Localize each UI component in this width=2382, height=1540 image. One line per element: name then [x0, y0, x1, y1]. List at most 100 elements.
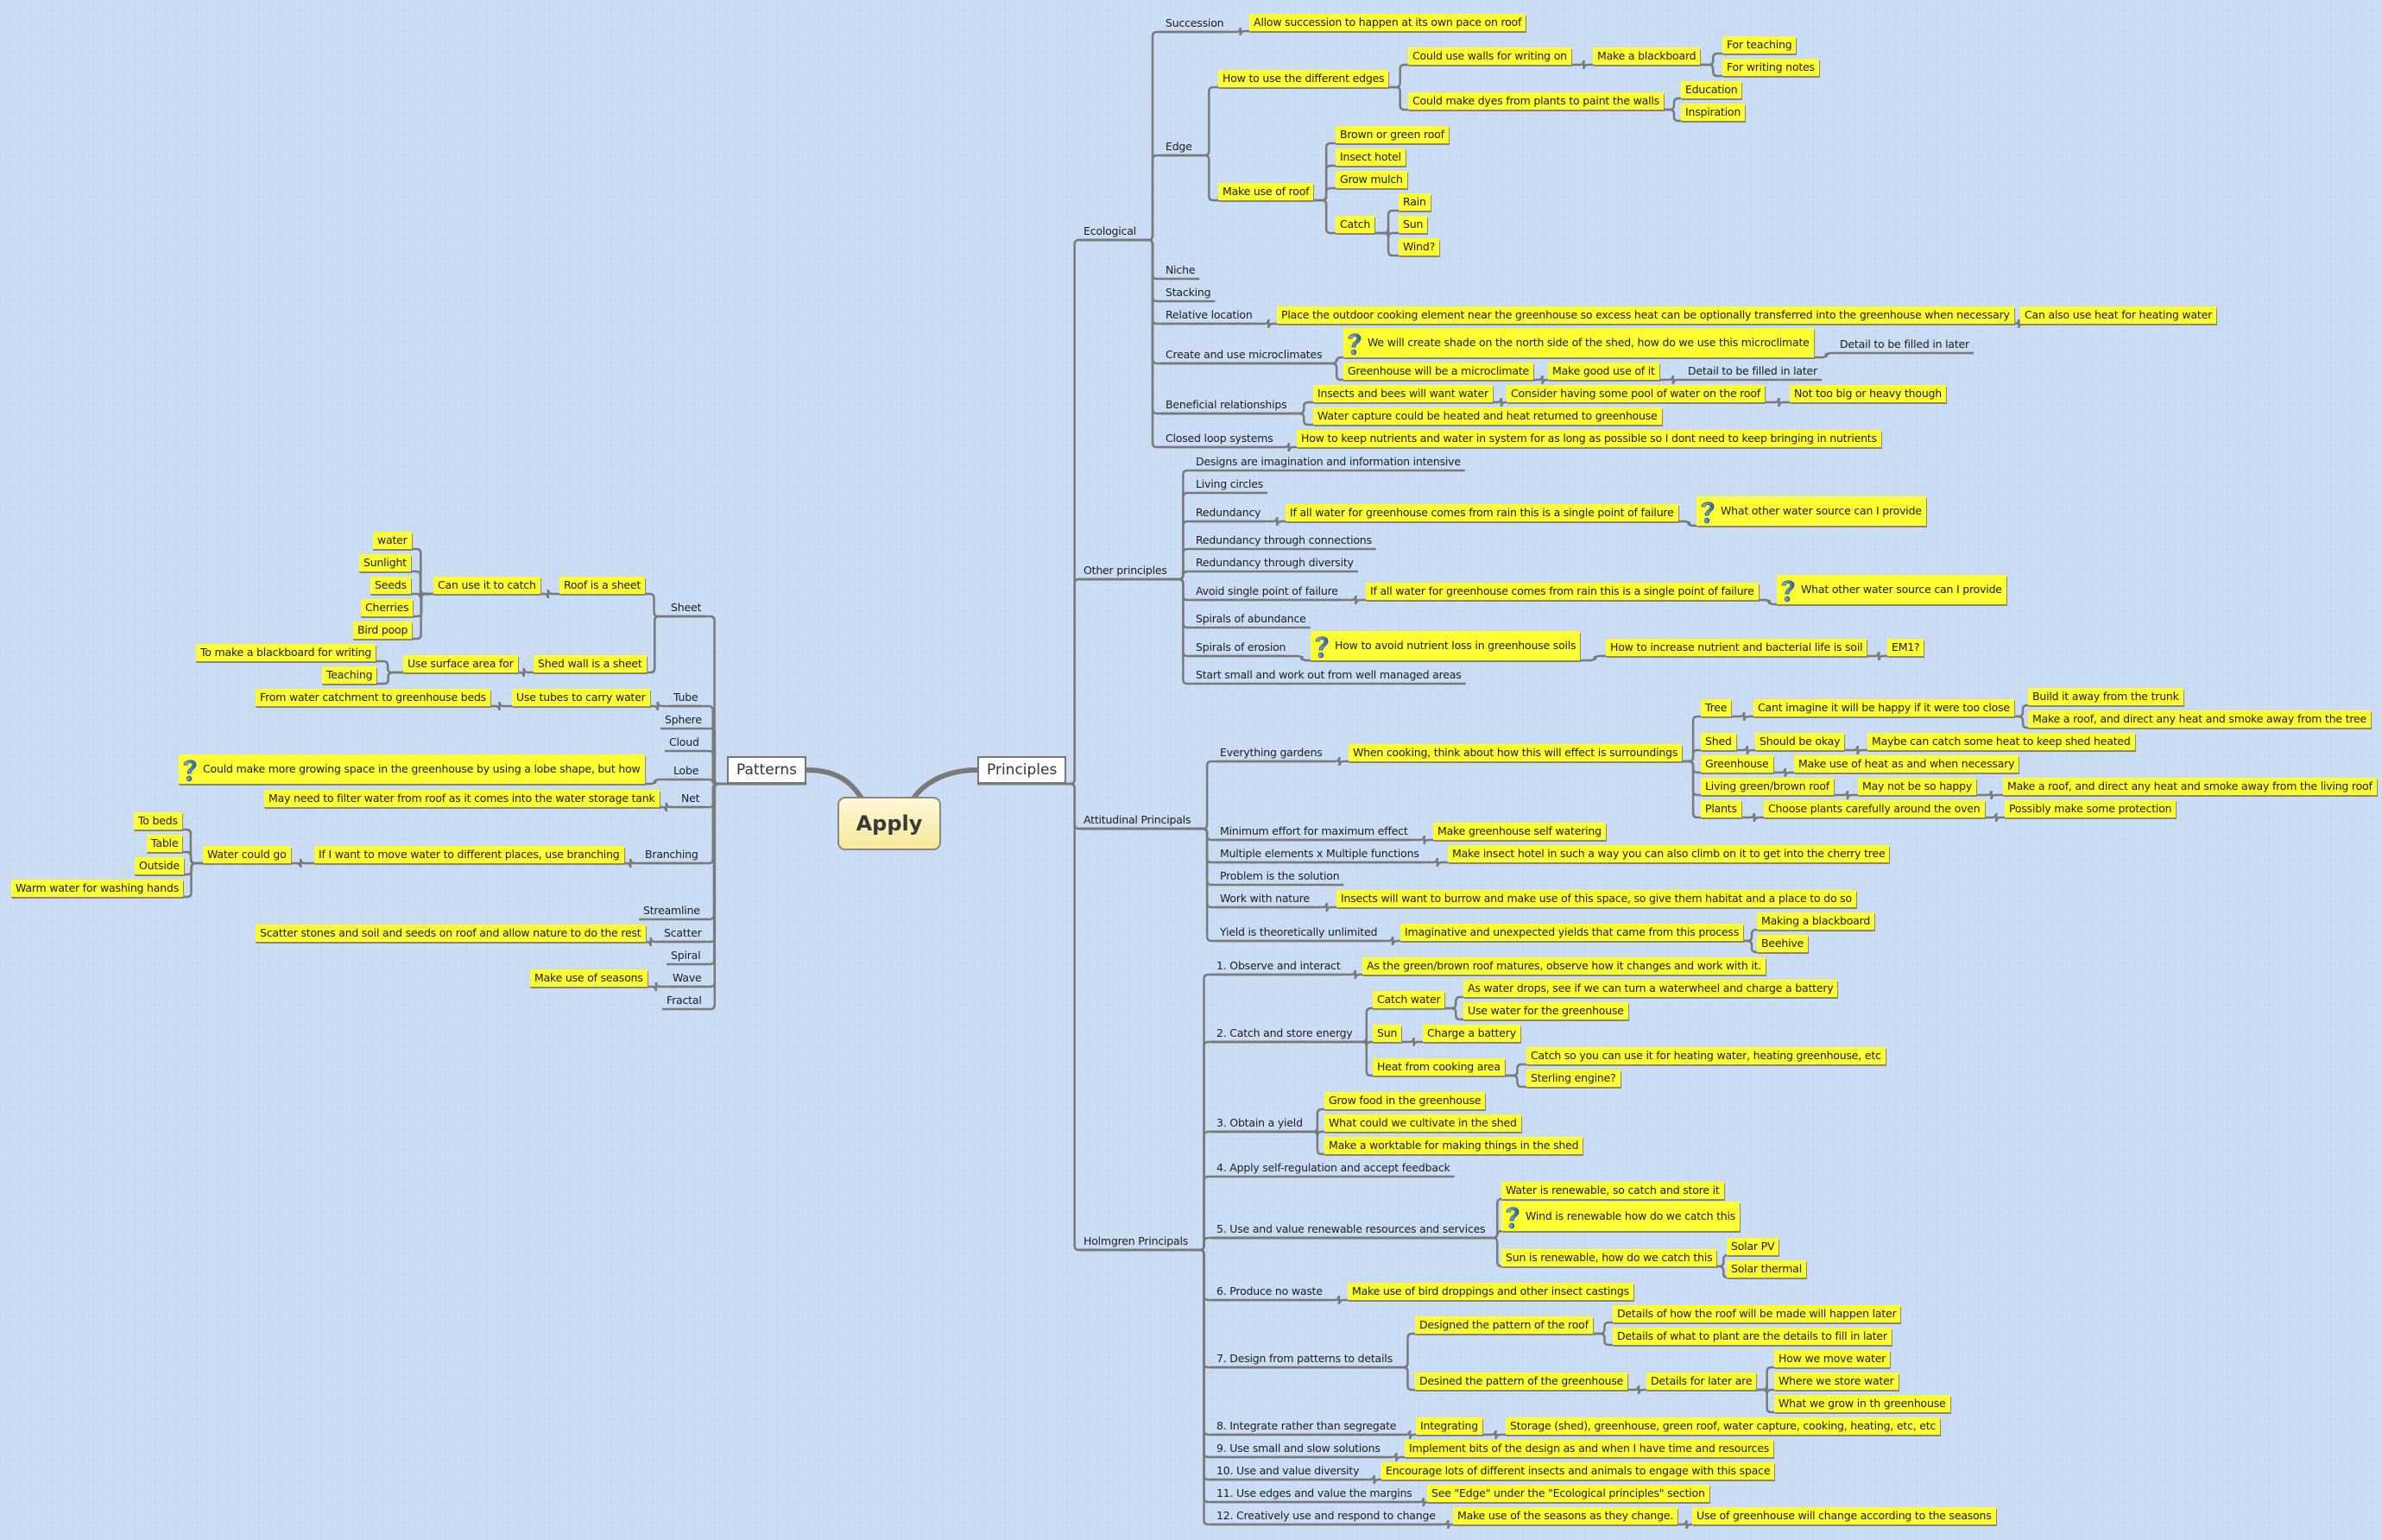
topic-node-detail1[interactable]: Detail to be filled in later [1835, 336, 1974, 353]
topic-node-waterren[interactable]: Water is renewable, so catch and store i… [1501, 1182, 1724, 1199]
topic-node-roofsheet[interactable]: Roof is a sheet [559, 577, 646, 594]
topic-node-h4[interactable]: 4. Apply self-regulation and accept feed… [1212, 1159, 1455, 1177]
topic-node-fractal[interactable]: Fractal [662, 992, 706, 1009]
topic-node-branching[interactable]: Branching [641, 846, 703, 863]
topic-node-storage[interactable]: Storage (shed), greenhouse, green roof, … [1506, 1417, 1941, 1435]
topic-node-startsmall[interactable]: Start small and work out from well manag… [1191, 666, 1466, 684]
topic-node-h6a[interactable]: Make use of bird droppings and other ins… [1348, 1283, 1633, 1300]
topic-node-living[interactable]: Living circles [1191, 476, 1267, 493]
topic-node-wind[interactable]: Wind? [1399, 238, 1440, 256]
central-topic-apply[interactable]: Apply [837, 797, 941, 850]
topic-node-designs[interactable]: Designs are imagination and information … [1191, 453, 1465, 470]
topic-node-ghmicro[interactable]: Greenhouse will be a microclimate [1343, 363, 1534, 380]
topic-node-closed[interactable]: Closed loop systems [1161, 430, 1278, 447]
topic-node-h12b[interactable]: Use of greenhouse will change according … [1692, 1507, 1996, 1524]
topic-node-other[interactable]: Other principles [1079, 562, 1172, 579]
topic-node-warm[interactable]: Warm water for washing hands [11, 880, 184, 897]
topic-node-redund[interactable]: Redundancy [1191, 504, 1265, 521]
topic-node-catchw[interactable]: Catch water [1373, 991, 1445, 1008]
topic-node-lgb2[interactable]: Make a roof, and direct any heat and smo… [2003, 778, 2377, 795]
topic-node-tubes[interactable]: Use tubes to carry water [512, 689, 650, 706]
topic-node-closed1[interactable]: How to keep nutrients and water in syste… [1297, 430, 1881, 447]
topic-node-growgh[interactable]: What we grow in th greenhouse [1774, 1395, 1950, 1412]
topic-node-growmulch[interactable]: Grow mulch [1336, 171, 1407, 188]
topic-node-redund1[interactable]: If all water for greenhouse comes from r… [1286, 504, 1678, 521]
topic-node-relloc1[interactable]: Place the outdoor cooking element near t… [1277, 306, 2014, 324]
topic-node-yield[interactable]: Yield is theoretically unlimited [1216, 924, 1381, 941]
topic-node-insectswater[interactable]: Insects and bees will want water [1313, 385, 1493, 402]
topic-node-h12[interactable]: 12. Creatively use and respond to change [1212, 1507, 1440, 1524]
topic-node-catchbeds[interactable]: From water catchment to greenhouse beds [256, 689, 490, 706]
topic-node-micro[interactable]: Create and use microclimates [1161, 346, 1326, 363]
topic-node-everything[interactable]: Everything gardens [1216, 744, 1327, 761]
topic-node-blackboard[interactable]: Make a blackboard [1593, 47, 1701, 65]
topic-node-patgh[interactable]: Desined the pattern of the greenhouse [1415, 1373, 1628, 1390]
topic-node-problem[interactable]: Problem is the solution [1216, 868, 1343, 885]
topic-node-roofmade[interactable]: Details of how the roof will be made wil… [1613, 1305, 1901, 1322]
topic-node-avoid[interactable]: Avoid single point of failure [1191, 583, 1343, 600]
topic-node-yield1[interactable]: Imaginative and unexpected yields that c… [1400, 924, 1744, 941]
topic-node-h10[interactable]: 10. Use and value diversity [1212, 1462, 1363, 1480]
topic-node-teaching[interactable]: For teaching [1722, 36, 1797, 54]
topic-node-worknat[interactable]: Work with nature [1216, 890, 1314, 907]
topic-node-teach2[interactable]: Teaching [322, 666, 377, 684]
topic-node-education[interactable]: Education [1681, 81, 1742, 98]
topic-node-worktable[interactable]: Make a worktable for making things in th… [1324, 1137, 1583, 1154]
topic-node-sheet[interactable]: Sheet [667, 599, 705, 616]
topic-node-dyes[interactable]: Could make dyes from plants to paint the… [1408, 92, 1664, 110]
topic-node-sunlight[interactable]: Sunlight [359, 554, 411, 571]
topic-node-browngreen[interactable]: Brown or green roof [1336, 126, 1449, 143]
topic-node-lobeq[interactable]: Could make more growing space in the gre… [179, 754, 645, 784]
topic-node-heatcook[interactable]: Heat from cooking area [1373, 1058, 1505, 1076]
topic-node-mineff[interactable]: Minimum effort for maximum effect [1216, 823, 1412, 840]
topic-node-sun[interactable]: Sun [1399, 216, 1428, 233]
topic-node-multi1[interactable]: Make insect hotel in such a way you can … [1448, 845, 1890, 862]
topic-node-stacking[interactable]: Stacking [1161, 284, 1215, 301]
topic-node-rain[interactable]: Rain [1399, 193, 1431, 211]
topic-node-treeb[interactable]: Make a roof, and direct any heat and smo… [2028, 710, 2372, 728]
topic-node-h12a[interactable]: Make use of the seasons as they change. [1453, 1507, 1678, 1524]
topic-node-avoid1[interactable]: If all water for greenhouse comes from r… [1366, 583, 1759, 600]
topic-node-lobe[interactable]: Lobe [669, 762, 703, 779]
topic-node-sper1[interactable]: How to avoid nutrient loss in greenhouse… [1311, 631, 1581, 660]
topic-node-plants2[interactable]: Possibly make some protection [2005, 800, 2177, 817]
topic-node-cultivate[interactable]: What could we cultivate in the shed [1324, 1114, 1521, 1132]
topic-node-seeds[interactable]: Seeds [370, 577, 411, 594]
topic-node-windren[interactable]: Wind is renewable how do we catch this [1501, 1202, 1741, 1231]
main-topic-patterns[interactable]: Patterns [727, 756, 807, 784]
topic-node-surface[interactable]: Use surface area for [403, 655, 518, 672]
topic-node-h5[interactable]: 5. Use and value renewable resources and… [1212, 1221, 1489, 1238]
topic-node-worknat1[interactable]: Insects will want to burrow and make use… [1336, 890, 1856, 907]
topic-node-ecological[interactable]: Ecological [1079, 223, 1140, 240]
topic-node-h2[interactable]: 2. Catch and store energy [1212, 1025, 1357, 1042]
topic-node-patroof[interactable]: Designed the pattern of the roof [1415, 1316, 1593, 1334]
topic-node-sunren[interactable]: Sun is renewable, how do we catch this [1501, 1249, 1717, 1266]
topic-node-net[interactable]: Net [677, 790, 704, 807]
topic-node-treea[interactable]: Build it away from the trunk [2028, 688, 2183, 705]
topic-node-integrating[interactable]: Integrating [1416, 1417, 1482, 1435]
topic-node-ghheat[interactable]: Make use of heat as and when necessary [1794, 755, 2019, 773]
topic-node-scatter[interactable]: Scatter [660, 925, 706, 942]
topic-node-succ1[interactable]: Allow succession to happen at its own pa… [1249, 14, 1526, 31]
topic-node-mineff1[interactable]: Make greenhouse self watering [1433, 823, 1606, 840]
topic-node-water[interactable]: water [373, 532, 412, 549]
topic-node-edge[interactable]: Edge [1161, 138, 1197, 155]
topic-node-multi[interactable]: Multiple elements x Multiple functions [1216, 845, 1424, 862]
topic-node-notes[interactable]: For writing notes [1722, 59, 1819, 76]
topic-node-h7[interactable]: 7. Design from patterns to details [1212, 1350, 1397, 1367]
topic-node-shade[interactable]: We will create shade on the north side o… [1343, 328, 1814, 357]
topic-node-edges[interactable]: How to use the different edges [1218, 70, 1389, 87]
topic-node-cooking[interactable]: When cooking, think about how this will … [1349, 744, 1683, 761]
topic-node-h3[interactable]: 3. Obtain a yield [1212, 1114, 1307, 1132]
topic-node-h11a[interactable]: See "Edge" under the "Ecological princip… [1427, 1485, 1709, 1502]
topic-node-detlater[interactable]: Details for later are [1646, 1373, 1757, 1390]
topic-node-inspiration[interactable]: Inspiration [1681, 104, 1746, 121]
topic-node-wheel[interactable]: As water drops, see if we can turn a wat… [1463, 980, 1838, 997]
topic-node-shed[interactable]: Shed [1701, 733, 1736, 750]
topic-node-plants[interactable]: Plants [1701, 800, 1741, 817]
topic-node-pool[interactable]: Consider having some pool of water on th… [1507, 385, 1765, 402]
topic-node-sterling[interactable]: Sterling engine? [1526, 1070, 1621, 1087]
topic-node-plantlater[interactable]: Details of what to plant are the details… [1613, 1328, 1892, 1345]
topic-node-seasons[interactable]: Make use of seasons [530, 969, 648, 987]
